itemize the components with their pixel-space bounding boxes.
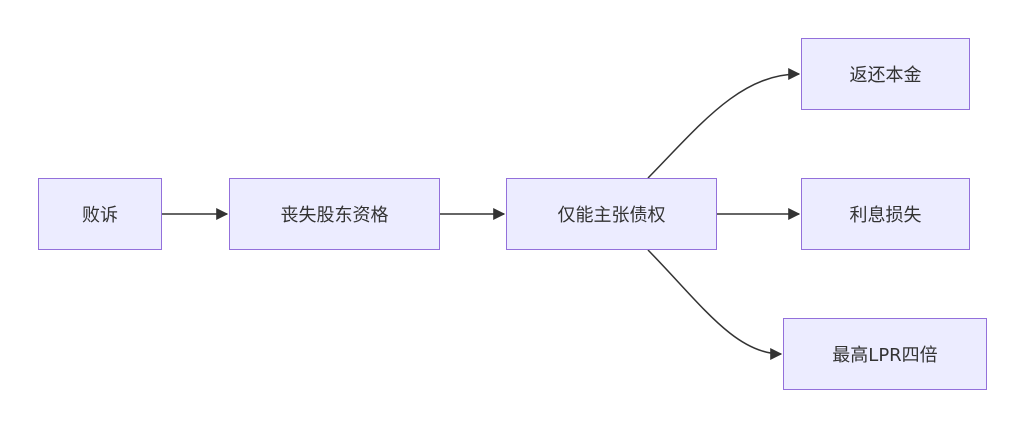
node-sangshi-label: 丧失股东资格 bbox=[280, 205, 389, 226]
node-lixi: 利息损失 bbox=[801, 178, 970, 250]
node-sangshi: 丧失股东资格 bbox=[229, 178, 440, 250]
node-baisu-label: 败诉 bbox=[82, 205, 118, 226]
edge-jinneng-to-fanhuan bbox=[647, 68, 801, 179]
node-lixi-label: 利息损失 bbox=[849, 205, 922, 226]
node-fanhuan: 返还本金 bbox=[801, 38, 970, 110]
node-fanhuan-label: 返还本金 bbox=[849, 65, 922, 86]
node-jinneng-label: 仅能主张债权 bbox=[557, 205, 666, 226]
node-jinneng: 仅能主张债权 bbox=[506, 178, 717, 250]
edge-jinneng-to-zuigao bbox=[647, 249, 783, 360]
node-zuigao: 最高LPR四倍 bbox=[783, 318, 987, 390]
node-zuigao-label: 最高LPR四倍 bbox=[832, 345, 938, 366]
node-baisu: 败诉 bbox=[38, 178, 162, 250]
